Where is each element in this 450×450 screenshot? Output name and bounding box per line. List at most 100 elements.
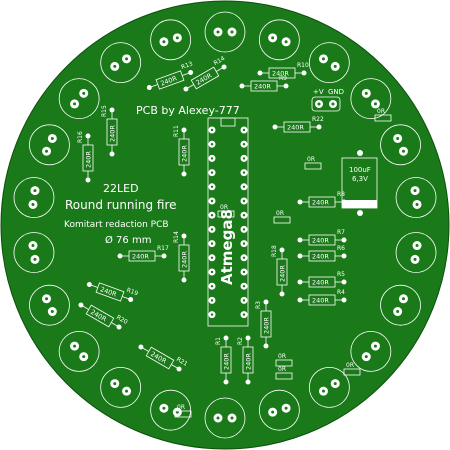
mcu-pin bbox=[240, 211, 248, 219]
resistor-value: 240R bbox=[85, 151, 93, 168]
led-footprint bbox=[395, 177, 437, 218]
mcu-pin bbox=[240, 126, 248, 134]
resistor-value: 240R bbox=[245, 353, 253, 370]
resistor-value: 240R bbox=[132, 253, 149, 261]
resistor-ref: R16 bbox=[77, 131, 84, 143]
mcu-pin bbox=[208, 268, 216, 276]
mcu-pin bbox=[240, 225, 248, 233]
mcu-footprint: Atmega8 bbox=[207, 117, 249, 327]
led-footprint bbox=[258, 19, 300, 61]
mcu-pin bbox=[208, 211, 216, 219]
resistor-ref: R14 bbox=[173, 231, 180, 243]
led-footprint bbox=[100, 366, 142, 408]
resistor-value: 240R bbox=[312, 297, 329, 305]
jumper-label: 0R bbox=[346, 362, 354, 369]
mcu-pin bbox=[208, 183, 216, 191]
led-footprint bbox=[204, 397, 246, 439]
mcu-pin bbox=[208, 140, 216, 148]
jumper-label: 0R bbox=[278, 353, 286, 360]
jumper-label: 0R bbox=[220, 204, 228, 211]
jumper-label: 0R bbox=[307, 156, 315, 163]
title-text: Round running fire bbox=[65, 198, 177, 212]
mcu-pin bbox=[208, 282, 216, 290]
resistor-value: 240R bbox=[254, 83, 271, 91]
resistor: 240R R11 bbox=[173, 125, 190, 177]
led-footprint bbox=[100, 42, 142, 84]
jumper: 0R bbox=[275, 353, 293, 367]
resistor-value: 240R bbox=[109, 125, 117, 142]
diameter-text: Ø 76 mm bbox=[105, 234, 151, 246]
mcu-pin bbox=[240, 140, 248, 148]
resistor-ref: R11 bbox=[173, 125, 180, 137]
mcu-label: Atmega8 bbox=[218, 209, 236, 285]
resistor-value: 240R bbox=[181, 145, 189, 162]
led-footprint bbox=[29, 284, 70, 326]
resistor-value: 240R bbox=[279, 265, 287, 282]
jumper: 0R bbox=[217, 204, 235, 218]
led-footprint bbox=[13, 177, 55, 218]
led-footprint bbox=[58, 78, 100, 120]
resistor-ref: R18 bbox=[271, 245, 278, 257]
led-ring bbox=[13, 11, 437, 439]
capacitor-voltage: 6,3V bbox=[352, 175, 368, 183]
led-footprint bbox=[350, 78, 392, 120]
resistor: 240R R9 bbox=[239, 75, 289, 92]
led-footprint bbox=[380, 124, 421, 166]
led-footprint bbox=[29, 124, 70, 166]
mcu-pin bbox=[240, 311, 248, 319]
jumper-label: 0R bbox=[276, 210, 284, 217]
resistor-ref: R15 bbox=[101, 105, 108, 117]
resistor-value: 240R bbox=[312, 279, 329, 287]
mcu-pin bbox=[240, 268, 248, 276]
resistor-ref: R2 bbox=[237, 337, 244, 345]
resistor-value: 240R bbox=[312, 253, 329, 261]
resistor-ref: R19 bbox=[125, 287, 139, 298]
led-footprint bbox=[258, 389, 300, 431]
jumper-label: 0R bbox=[377, 108, 385, 115]
capacitor-value: 100uF bbox=[349, 166, 371, 174]
led-footprint bbox=[380, 284, 421, 326]
mcu-pin bbox=[208, 225, 216, 233]
led-count-text: 22LED bbox=[103, 182, 139, 195]
led-footprint bbox=[204, 11, 246, 53]
led-footprint bbox=[308, 42, 350, 84]
resistor-value: 240R bbox=[287, 124, 304, 132]
resistor-ref: R6 bbox=[337, 245, 345, 252]
mcu-pin bbox=[240, 169, 248, 177]
power-plus-label: +V bbox=[313, 88, 324, 96]
mcu-pin bbox=[208, 254, 216, 262]
mcu-pin bbox=[208, 296, 216, 304]
resistor-ref: R8 bbox=[337, 191, 345, 198]
resistor-ref: R9 bbox=[279, 75, 287, 82]
resistor: 240R R5 bbox=[297, 271, 347, 288]
power-connector: +V GND bbox=[311, 88, 344, 112]
resistor-ref: R3 bbox=[255, 301, 262, 309]
resistor-ref: R13 bbox=[180, 60, 194, 71]
resistor: 240R R6 bbox=[297, 245, 347, 262]
credit-text: PCB by Alexey-777 bbox=[136, 104, 240, 117]
led-footprint bbox=[308, 366, 350, 408]
jumper: 0R bbox=[174, 404, 192, 418]
jumper: 0R bbox=[374, 108, 392, 122]
resistor: 240R R8 bbox=[297, 191, 347, 208]
mcu-pin bbox=[208, 154, 216, 162]
resistor-value: 240R bbox=[263, 317, 271, 334]
jumper: 0R bbox=[273, 210, 291, 224]
resistor-ref: R5 bbox=[337, 271, 345, 278]
led-footprint bbox=[150, 19, 192, 61]
power-gnd-label: GND bbox=[328, 88, 344, 96]
resistor-value: 240R bbox=[312, 199, 329, 207]
led-footprint bbox=[13, 232, 55, 273]
